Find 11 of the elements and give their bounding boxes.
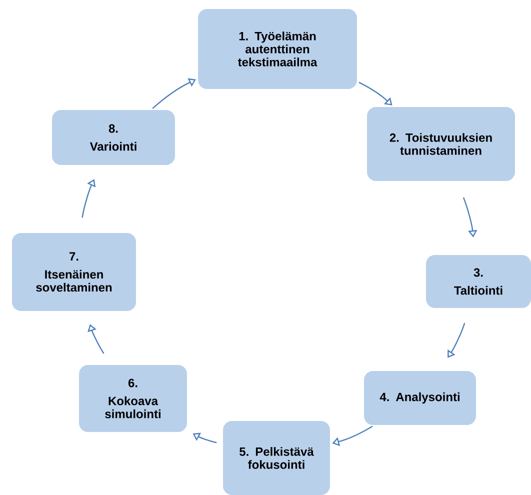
arrow xyxy=(358,82,392,106)
process-box: 6. Kokoava simulointi xyxy=(79,364,187,432)
arrow xyxy=(448,322,466,358)
process-box: 3. Taltiointi xyxy=(426,255,531,308)
process-box: 4. Analysointi xyxy=(364,371,476,425)
process-box: 1. Työelämän autenttinen tekstimaailma xyxy=(198,9,357,89)
arrow xyxy=(152,78,196,109)
process-box: 5. Pelkistävä fokusointi xyxy=(223,420,330,495)
process-box: 7. Itsenäinen soveltaminen xyxy=(12,233,136,311)
process-box: 2. Toistuvuuksien tunnistaminen xyxy=(367,107,515,181)
process-box: 8. Variointi xyxy=(52,110,175,165)
